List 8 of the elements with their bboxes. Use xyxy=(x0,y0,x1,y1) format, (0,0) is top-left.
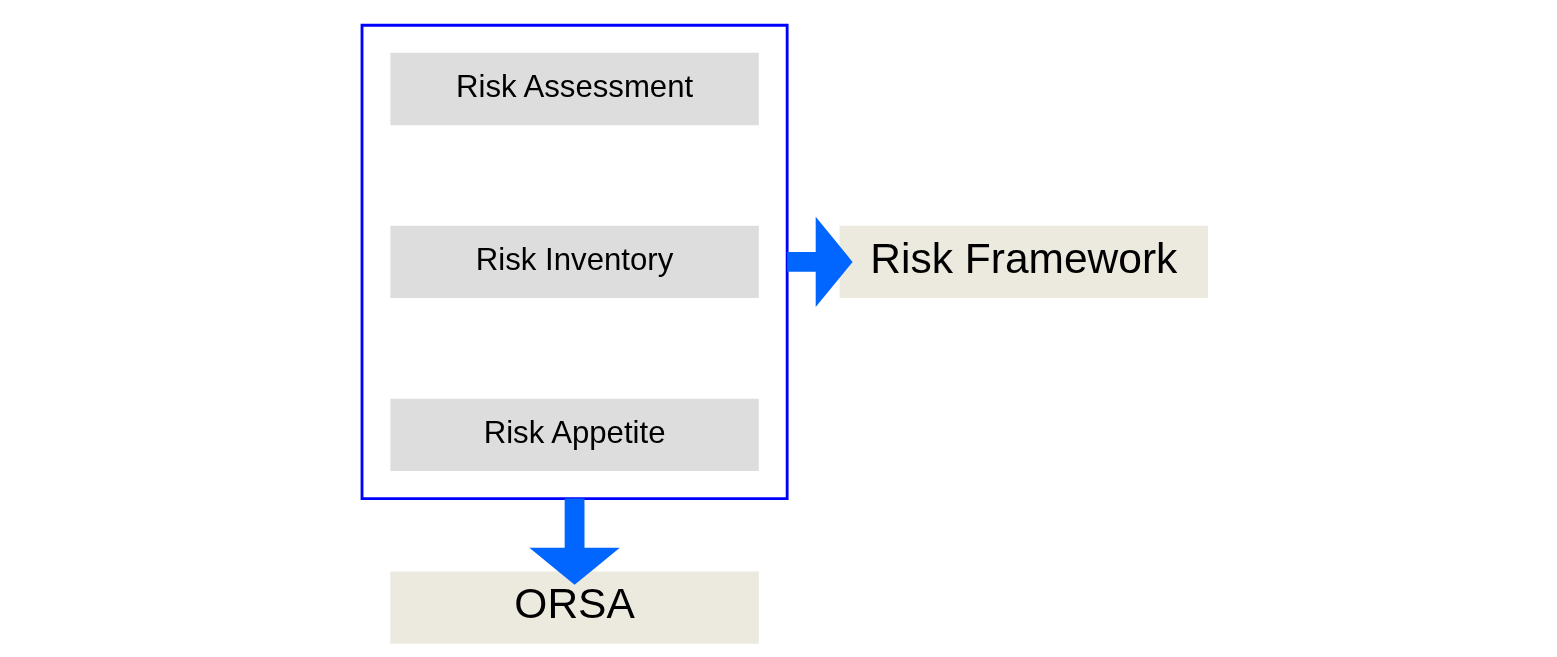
arrow xyxy=(528,498,620,585)
node-box: Risk Framework xyxy=(839,225,1208,299)
node-box: Risk Appetite xyxy=(389,398,759,471)
node-box: ORSA xyxy=(389,571,759,644)
node-box: Risk Inventory xyxy=(389,225,759,299)
cluster xyxy=(360,23,789,500)
arrow xyxy=(786,216,853,308)
node-box: Risk Assessment xyxy=(389,52,759,126)
